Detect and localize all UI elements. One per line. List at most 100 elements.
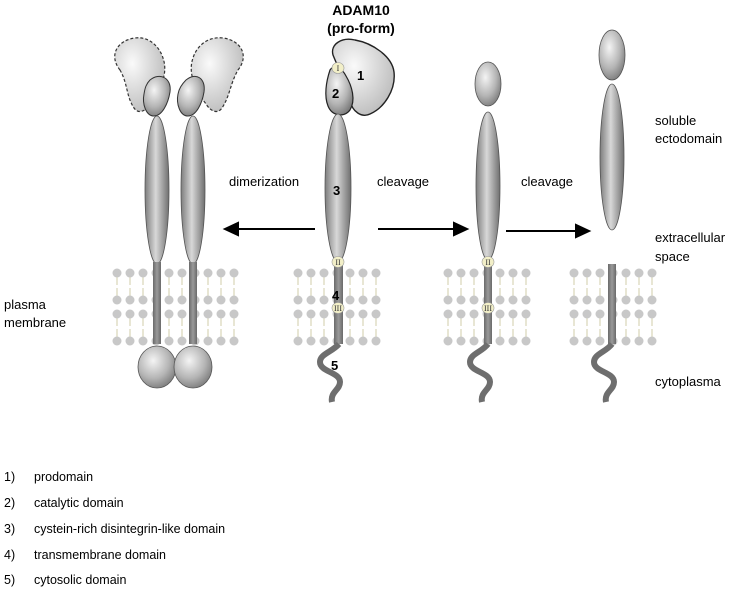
lipid-head (125, 309, 135, 319)
lipid-head (508, 309, 518, 319)
site-marker-label: III (484, 304, 492, 313)
lipid-head (621, 295, 631, 305)
lipid-head (595, 309, 605, 319)
dimer-tm-right (189, 262, 197, 344)
lipid-head (319, 295, 329, 305)
label-cleavage-1: cleavage (377, 174, 429, 189)
lipid-head (569, 268, 579, 278)
lipid-head (125, 295, 135, 305)
domain-number-4: 4 (332, 288, 340, 303)
lipid-head (508, 268, 518, 278)
lipid-head (595, 336, 605, 346)
lipid-head (521, 309, 531, 319)
lipid-head (203, 295, 213, 305)
lipid-head (229, 336, 239, 346)
lipid-head (371, 309, 381, 319)
lipid-head (508, 336, 518, 346)
legend-number: 4) (4, 548, 16, 562)
legend-text: prodomain (34, 470, 94, 484)
site-marker (331, 302, 345, 314)
lipid-head (203, 268, 213, 278)
lipid-head (138, 295, 148, 305)
lipid-head (164, 336, 174, 346)
lipid-head (647, 268, 657, 278)
site-marker (331, 62, 345, 74)
lipid-head (216, 309, 226, 319)
lipid-head (293, 295, 303, 305)
lipid-head (319, 309, 329, 319)
lipid-head (595, 268, 605, 278)
dimer-tm-left (153, 262, 161, 344)
arrowhead-cleavage-2 (575, 223, 592, 239)
lipid-head (521, 268, 531, 278)
lipid-head (634, 295, 644, 305)
lipid-head (647, 336, 657, 346)
legend-text: catalytic domain (34, 496, 124, 510)
dimer-cyto-right (173, 345, 213, 389)
lipid-head (595, 295, 605, 305)
legend-number: 1) (4, 470, 16, 484)
site-marker-label: III (334, 304, 342, 313)
lipid-head (229, 295, 239, 305)
lipid-head (216, 295, 226, 305)
dimer-rod-left (144, 115, 170, 265)
membrane-1 (112, 268, 239, 346)
legend-number: 3) (4, 522, 16, 536)
lipid-head (358, 336, 368, 346)
lipid-head (319, 268, 329, 278)
lipid-head (306, 268, 316, 278)
dimer-cyto-left (137, 345, 177, 389)
title-line-2: (pro-form) (327, 20, 395, 36)
arrowhead-dimerization (222, 221, 239, 237)
lipid-head (469, 336, 479, 346)
lipid-head (495, 268, 505, 278)
lipid-head (293, 336, 303, 346)
stub-tail (590, 342, 618, 403)
dimer-catalytic-right (177, 76, 205, 117)
lipid-head (634, 309, 644, 319)
adam10-dimer (114, 37, 244, 389)
lipid-head (112, 336, 122, 346)
lipid-head (138, 309, 148, 319)
site-marker-label: I (337, 64, 340, 73)
lipid-head (177, 336, 187, 346)
lipid-head (634, 336, 644, 346)
lipid-head (345, 309, 355, 319)
label-cleavage-2: cleavage (521, 174, 573, 189)
lipid-head (634, 268, 644, 278)
label-dimerization: dimerization (229, 174, 299, 189)
legend-number: 2) (4, 496, 16, 510)
lipid-head (306, 309, 316, 319)
lipid-head (443, 268, 453, 278)
lipid-head (508, 295, 518, 305)
lipid-head (125, 268, 135, 278)
lipid-head (582, 268, 592, 278)
soluble-head (598, 29, 626, 81)
lipid-head (229, 309, 239, 319)
mature-head (474, 61, 502, 107)
site-marker-label: II (335, 258, 341, 267)
lipid-head (443, 336, 453, 346)
lipid-head (495, 336, 505, 346)
site-marker (481, 256, 495, 268)
label-ectodomain: ectodomain (655, 131, 722, 146)
legend-text: cystein-rich disintegrin-like domain (34, 522, 226, 536)
lipid-head (456, 268, 466, 278)
lipid-head (229, 268, 239, 278)
label-plasma: plasma (4, 297, 47, 312)
arrows (222, 221, 592, 239)
lipid-head (177, 309, 187, 319)
stub-tm (608, 264, 616, 344)
domain-number-5: 5 (331, 358, 338, 373)
lipid-head (345, 268, 355, 278)
lipid-head (569, 336, 579, 346)
label-membrane: membrane (4, 315, 66, 330)
lipid-head (456, 309, 466, 319)
site-marker (481, 302, 495, 314)
dimer-rod-right (180, 115, 206, 265)
lipid-head (456, 336, 466, 346)
lipid-head (319, 336, 329, 346)
lipid-head (293, 268, 303, 278)
